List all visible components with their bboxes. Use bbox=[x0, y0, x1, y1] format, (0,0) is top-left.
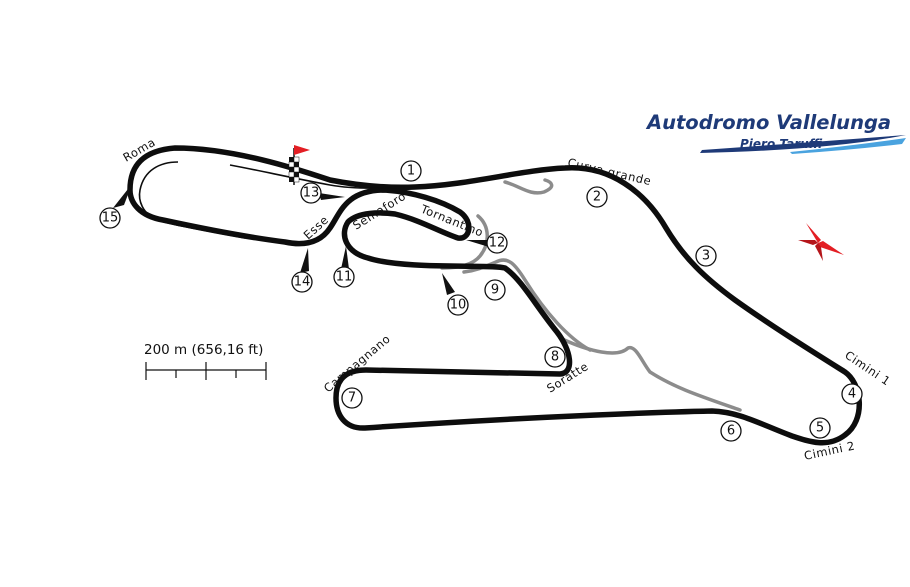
corner-label-campagnano: Campagnano bbox=[321, 331, 393, 395]
scale-label: 200 m (656,16 ft) bbox=[144, 342, 263, 358]
pointer-turn-10 bbox=[442, 273, 455, 295]
scale-bar: 200 m (656,16 ft) bbox=[144, 342, 267, 380]
svg-text:2: 2 bbox=[593, 190, 601, 205]
svg-text:9: 9 bbox=[491, 283, 499, 298]
turn-marker-2: 2 bbox=[586, 186, 608, 208]
svg-text:10: 10 bbox=[450, 298, 467, 313]
svg-text:12: 12 bbox=[489, 236, 506, 251]
svg-text:3: 3 bbox=[702, 249, 710, 264]
roma-inner-lane bbox=[138, 161, 246, 239]
alt-link bbox=[462, 258, 592, 352]
svg-text:1: 1 bbox=[407, 164, 415, 179]
circuit-logo: Autodromo Vallelunga Piero Taruffi bbox=[645, 111, 906, 154]
turn-markers: 1 2 3 4 5 6 7 8 9 10 11 12 13 14 15 bbox=[99, 160, 863, 442]
pointer-turn-11 bbox=[341, 246, 349, 269]
turn-marker-12: 12 bbox=[486, 232, 508, 254]
turn-marker-11: 11 bbox=[333, 266, 355, 288]
turn-marker-8: 8 bbox=[544, 346, 566, 368]
turn-marker-5: 5 bbox=[809, 417, 831, 439]
svg-text:14: 14 bbox=[294, 275, 311, 290]
corner-label-cimini-1: Cimini 1 bbox=[842, 348, 893, 389]
turn-marker-6: 6 bbox=[720, 420, 742, 442]
track-main-loop bbox=[127, 145, 862, 446]
pit-lane bbox=[229, 164, 406, 190]
logo-title: Autodromo Vallelunga bbox=[645, 111, 891, 134]
compass-rose-icon bbox=[798, 223, 844, 261]
svg-text:5: 5 bbox=[816, 421, 824, 436]
turn-marker-9: 9 bbox=[484, 279, 506, 301]
pointer-turn-12 bbox=[466, 240, 489, 247]
turn-marker-7: 7 bbox=[341, 387, 363, 409]
alt-chicane-long bbox=[558, 336, 742, 412]
turn-marker-10: 10 bbox=[447, 294, 469, 316]
turn-marker-4: 4 bbox=[841, 383, 863, 405]
turn-marker-14: 14 bbox=[291, 271, 313, 293]
svg-text:11: 11 bbox=[336, 270, 353, 285]
logo-swoosh bbox=[700, 135, 906, 153]
turn-marker-13: 13 bbox=[300, 182, 322, 204]
turn-marker-3: 3 bbox=[695, 245, 717, 267]
turn-marker-15: 15 bbox=[99, 207, 121, 229]
pointer-turn-13 bbox=[319, 193, 345, 200]
pointer-turn-15 bbox=[113, 184, 132, 208]
alt-chicane-curva-grande bbox=[503, 178, 554, 195]
main-circuit bbox=[127, 145, 862, 446]
svg-text:15: 15 bbox=[102, 211, 119, 226]
start-finish-flag-icon bbox=[288, 145, 310, 185]
svg-text:8: 8 bbox=[551, 350, 559, 365]
logo-swoosh-accent bbox=[790, 138, 906, 154]
logo-subtitle: Piero Taruffi bbox=[740, 137, 823, 151]
turn-pointers bbox=[113, 184, 489, 295]
pointer-turn-14 bbox=[300, 248, 309, 273]
svg-text:13: 13 bbox=[303, 186, 320, 201]
svg-text:7: 7 bbox=[348, 391, 356, 406]
svg-text:4: 4 bbox=[848, 387, 856, 402]
turn-marker-1: 1 bbox=[400, 160, 422, 182]
corner-label-curva-grande: Curva grande bbox=[566, 155, 652, 188]
svg-text:6: 6 bbox=[727, 424, 735, 439]
